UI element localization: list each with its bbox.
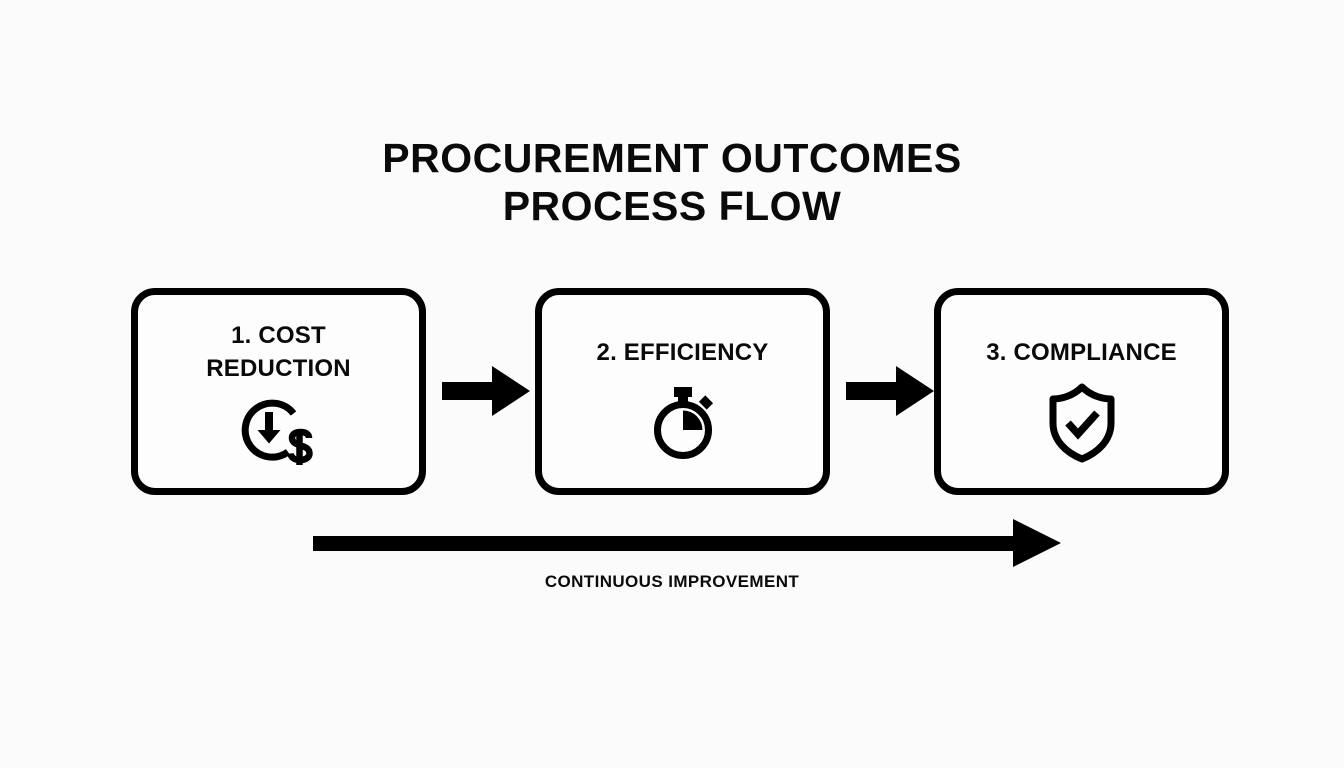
page-title: PROCUREMENT OUTCOMES PROCESS FLOW <box>0 134 1344 230</box>
continuous-improvement-caption: CONTINUOUS IMPROVEMENT <box>544 572 800 591</box>
title-line-2: PROCESS FLOW <box>502 183 842 229</box>
shield-check-icon <box>1045 383 1119 468</box>
step-label-line-1: 2. EFFICIENCY <box>596 339 769 366</box>
right-arrow-icon-2 <box>846 364 934 418</box>
step-label-line-2: REDUCTION <box>206 355 351 382</box>
step-box-compliance[interactable]: 3. COMPLIANCE <box>934 288 1229 495</box>
step-box-efficiency[interactable]: 2. EFFICIENCY <box>535 288 830 495</box>
step-label-compliance: 3. COMPLIANCE <box>978 336 1185 369</box>
step-label-efficiency: 2. EFFICIENCY <box>589 336 777 369</box>
step-label-cost-reduction: 1. COST REDUCTION <box>198 319 358 385</box>
step-label-line-1: 3. COMPLIANCE <box>986 339 1177 366</box>
stopwatch-icon <box>645 385 721 466</box>
step-label-line-1: 1. COST <box>231 322 326 349</box>
cost-reduction-icon <box>236 393 322 476</box>
process-flow-row: 1. COST REDUCTION <box>131 288 1229 495</box>
long-right-arrow-icon <box>313 518 1061 568</box>
title-line-1: PROCUREMENT OUTCOMES <box>382 135 962 181</box>
right-arrow-icon-1 <box>442 364 530 418</box>
step-box-cost-reduction[interactable]: 1. COST REDUCTION <box>131 288 426 495</box>
